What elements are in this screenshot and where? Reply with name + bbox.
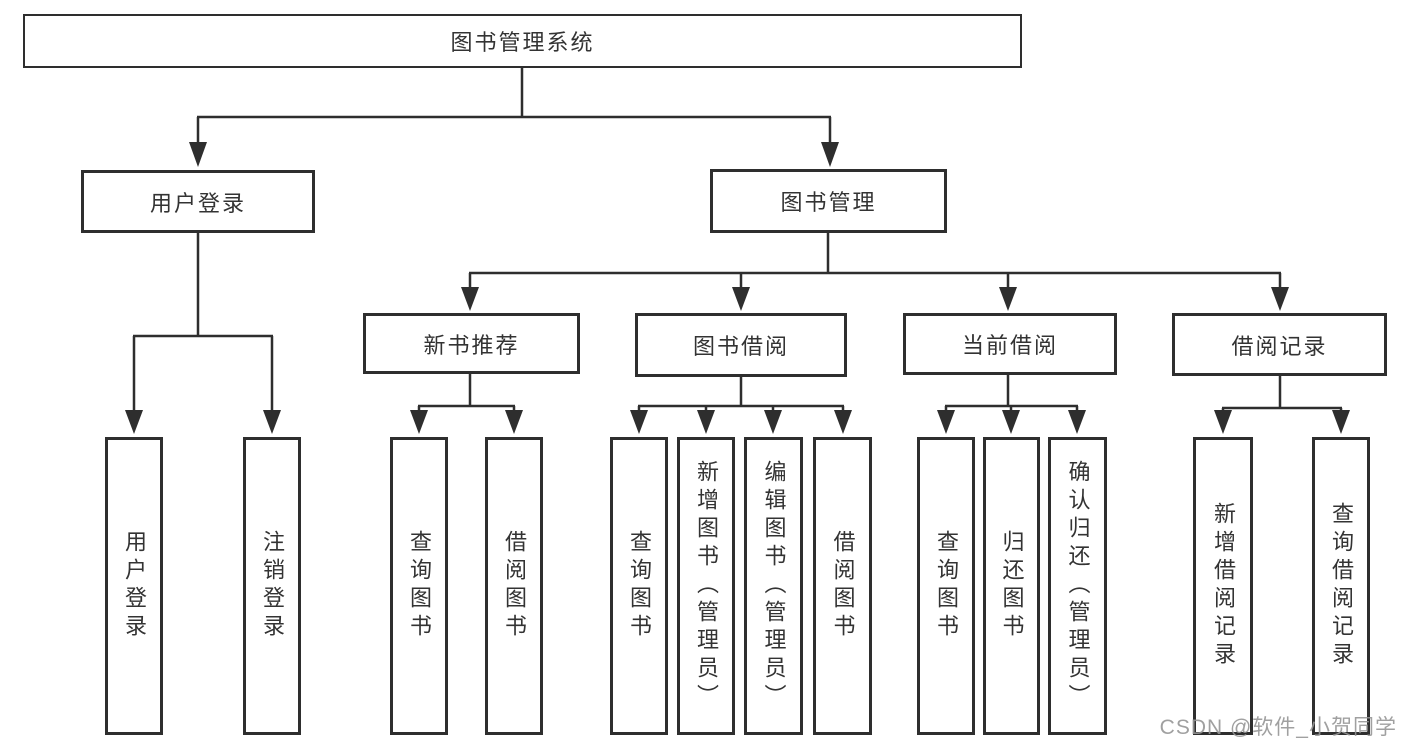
leaf-borrow-books: 借阅图书 <box>813 437 872 735</box>
leaf-label: 查询图书 <box>934 530 959 642</box>
leaf-user-login: 用户登录 <box>105 437 163 735</box>
leaf-label: 注销登录 <box>260 530 285 642</box>
node-borrowing-records: 借阅记录 <box>1172 313 1387 376</box>
node-label: 借阅记录 <box>1231 333 1328 359</box>
leaf-label: 查询借阅记录 <box>1329 502 1354 670</box>
leaf-label: 编辑图书（管理员） <box>761 460 787 712</box>
node-current-borrowing: 当前借阅 <box>903 313 1117 375</box>
node-label: 用户登录 <box>149 190 246 216</box>
leaf-query-books-current: 查询图书 <box>917 437 975 735</box>
node-label: 图书管理 <box>780 190 877 215</box>
node-label: 当前借阅 <box>961 333 1058 358</box>
leaf-label: 确认归还（管理员） <box>1065 460 1091 712</box>
leaf-label: 用户登录 <box>122 530 147 642</box>
leaf-add-books-admin: 新增图书（管理员） <box>677 437 735 735</box>
node-label: 图书借阅 <box>692 334 789 359</box>
leaf-borrow-books-recommend: 借阅图书 <box>485 437 543 735</box>
node-new-book-recommendation: 新书推荐 <box>363 313 580 374</box>
leaf-label: 新增图书（管理员） <box>694 460 719 712</box>
node-book-management: 图书管理 <box>710 169 947 233</box>
leaf-label: 归还图书 <box>999 530 1025 642</box>
node-label: 图书管理系统 <box>450 30 595 55</box>
leaf-query-books-recommend: 查询图书 <box>390 437 448 735</box>
node-user-login: 用户登录 <box>81 170 315 233</box>
node-book-borrowing: 图书借阅 <box>635 313 847 377</box>
leaf-label: 新增借阅记录 <box>1211 502 1236 670</box>
leaf-confirm-return-admin: 确认归还（管理员） <box>1048 437 1107 735</box>
leaf-label: 查询图书 <box>407 530 432 642</box>
leaf-logout: 注销登录 <box>243 437 301 735</box>
leaf-edit-books-admin: 编辑图书（管理员） <box>744 437 803 735</box>
leaf-label: 查询图书 <box>627 530 652 642</box>
leaf-label: 借阅图书 <box>502 530 527 642</box>
node-library-management-system: 图书管理系统 <box>23 14 1022 68</box>
leaf-add-borrow-record: 新增借阅记录 <box>1193 437 1253 735</box>
leaf-return-books: 归还图书 <box>983 437 1040 735</box>
leaf-label: 借阅图书 <box>830 530 856 642</box>
leaf-query-borrow-record: 查询借阅记录 <box>1312 437 1370 735</box>
node-label: 新书推荐 <box>423 332 520 358</box>
leaf-query-books-borrow: 查询图书 <box>610 437 668 735</box>
csdn-watermark: CSDN @软件_小贺同学 <box>1159 716 1397 739</box>
